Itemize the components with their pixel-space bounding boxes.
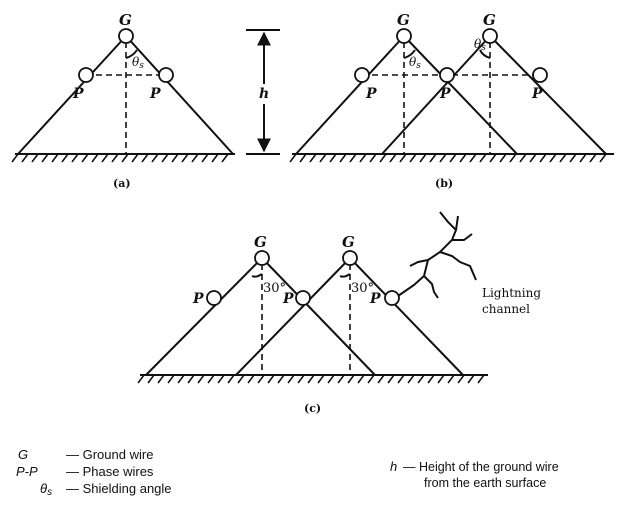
height-label: h: [259, 86, 269, 102]
phase-conductor-left: [78, 67, 94, 83]
angle-30-arc: [251, 273, 263, 278]
panel-c: G G P P P 30° 30° Lightning channel (c): [137, 211, 541, 415]
shielding-angle-arc: [125, 49, 138, 59]
caption-c: (c): [304, 402, 321, 415]
ground-wire-label: G: [254, 233, 267, 251]
panel-b: G G P P P θs θs (b): [289, 11, 614, 190]
angle-30-arc: [339, 273, 351, 278]
zone-boundary-left: [381, 35, 491, 155]
shielding-angle-label: θs: [474, 37, 486, 53]
phase-label: P: [282, 291, 294, 307]
zone-boundary-right: [489, 35, 607, 155]
legend-h-symbol: h: [390, 459, 397, 474]
ground-hatching: [137, 374, 485, 384]
zone-boundary-right: [349, 257, 464, 376]
phase-conductor: [354, 67, 370, 83]
zone-boundary-left: [145, 257, 263, 376]
panel-a: G P P θs (a): [11, 11, 235, 190]
phase-conductor: [295, 290, 311, 306]
caption-a: (a): [113, 177, 131, 190]
phase-label: P: [192, 291, 204, 307]
legend-g-symbol: G: [18, 447, 28, 462]
legend-h-desc-line1: — Height of the ground wire: [403, 460, 559, 474]
phase-conductor-right: [158, 67, 174, 83]
shielding-angle-label: θs: [132, 55, 144, 71]
phase-conductor: [206, 290, 222, 306]
zone-boundary-right: [125, 35, 234, 155]
ground-wire-label: G: [483, 11, 496, 29]
legend-pp-symbol: P-P: [16, 464, 38, 479]
legend-h-desc-line2: from the earth surface: [424, 476, 546, 490]
ground-wire-label: G: [342, 233, 355, 251]
ground-wire-conductor: [342, 250, 358, 266]
caption-b: (b): [435, 177, 453, 190]
phase-label-left: P: [72, 86, 84, 102]
phase-label-right: P: [149, 86, 161, 102]
legend-theta-symbol: θs: [40, 481, 52, 498]
phase-conductor: [439, 67, 455, 83]
zone-boundary-left: [235, 257, 351, 376]
legend-theta-desc: — Shielding angle: [66, 481, 172, 496]
ground-wire-conductor: [396, 28, 412, 44]
angle-30-label: 30°: [263, 281, 286, 296]
phase-label: P: [365, 86, 377, 102]
phase-label: P: [531, 86, 543, 102]
shielding-angle-label: θs: [409, 55, 421, 71]
phase-label: P: [439, 86, 451, 102]
phase-conductor: [532, 67, 548, 83]
ground-wire-label: G: [397, 11, 410, 29]
lightning-label-line1: Lightning: [482, 286, 541, 300]
shielding-angle-arc: [403, 49, 416, 59]
shielding-angle-arc: [479, 49, 491, 59]
height-dimension: h: [246, 29, 280, 155]
ground-hatching: [11, 153, 229, 163]
lightning-channel-icon: [397, 211, 477, 299]
zone-boundary-right: [403, 35, 518, 155]
ground-wire-conductor: [254, 250, 270, 266]
ground-wire-conductor: [118, 28, 134, 44]
lightning-label-line2: channel: [482, 302, 530, 316]
ground-wire-label: G: [119, 11, 132, 29]
legend-g-desc: — Ground wire: [66, 447, 153, 462]
ground-wire-conductor: [482, 28, 498, 44]
zone-boundary-left: [17, 35, 127, 155]
ground-hatching: [289, 153, 607, 163]
angle-30-label: 30°: [351, 281, 374, 296]
zone-boundary-left: [295, 35, 405, 155]
legend: G — Ground wire P-P — Phase wires θs — S…: [16, 447, 559, 498]
zone-boundary-right: [261, 257, 376, 376]
phase-label: P: [369, 291, 381, 307]
legend-pp-desc: — Phase wires: [66, 464, 154, 479]
phase-conductor: [384, 290, 400, 306]
